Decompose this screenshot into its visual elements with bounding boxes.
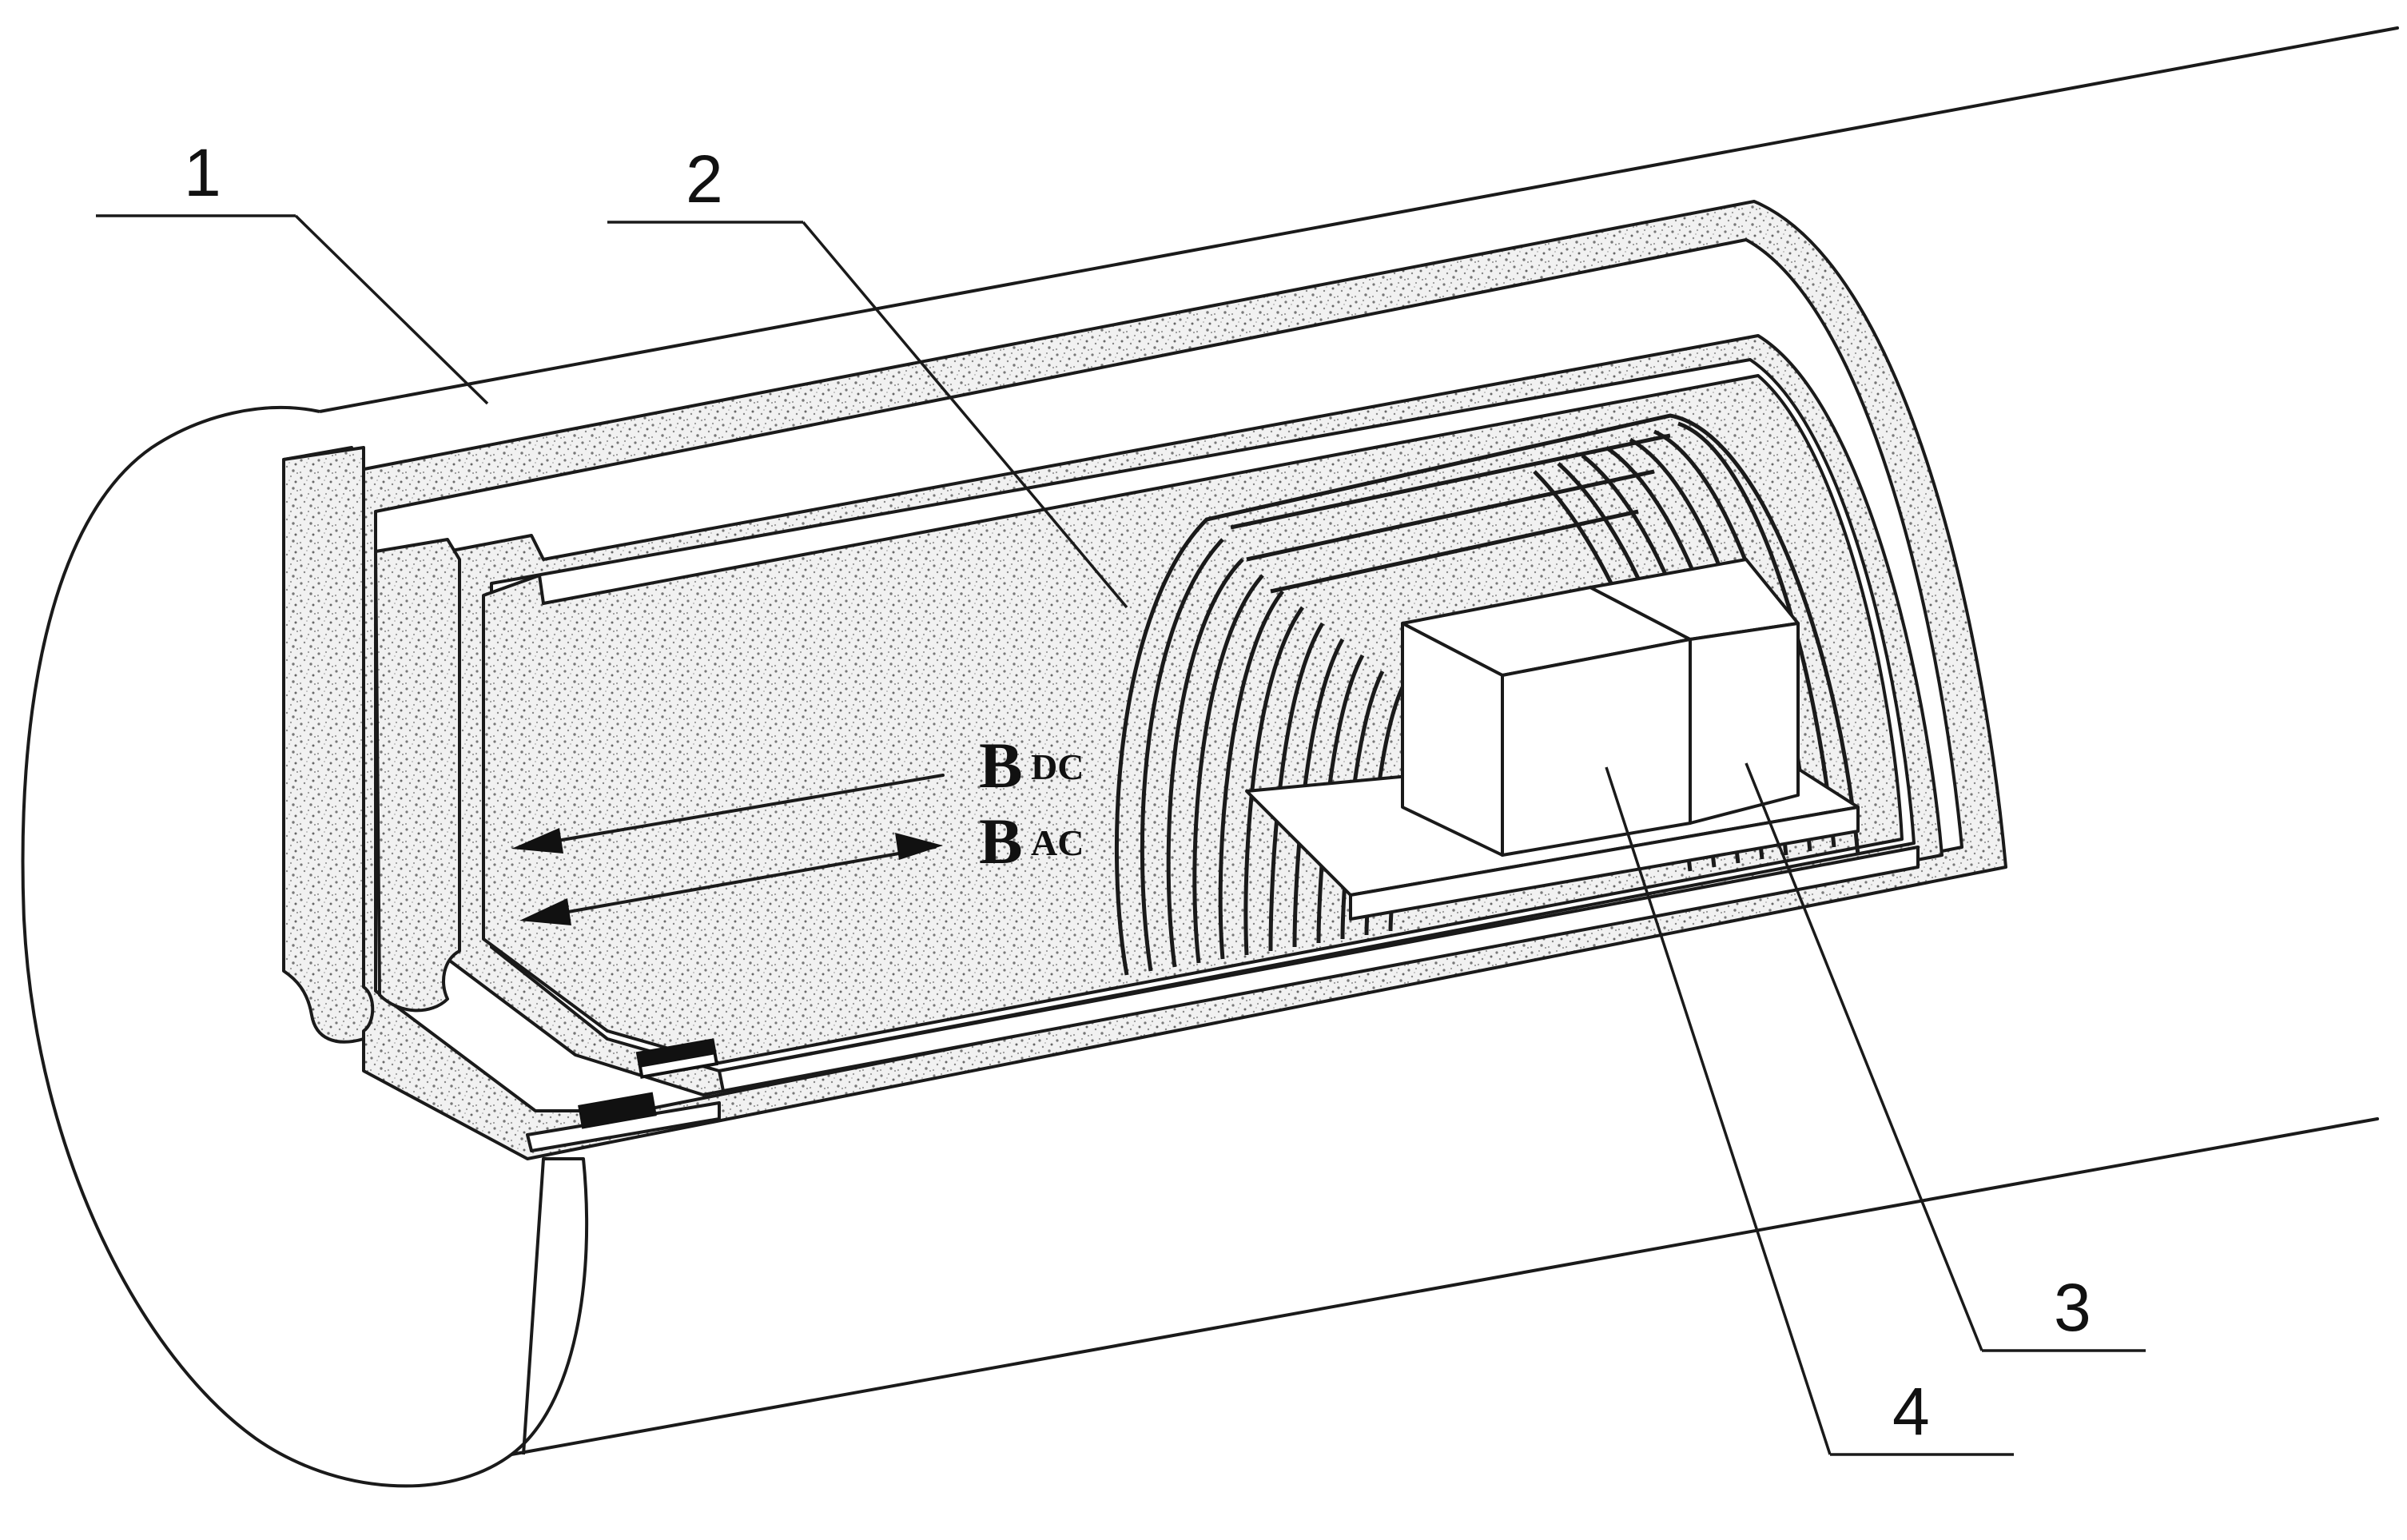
label-2: 2 <box>607 141 1128 609</box>
svg-text:DC: DC <box>1031 746 1084 787</box>
field-label-dc: B DC <box>979 729 1084 802</box>
bdc-arrow <box>518 774 945 849</box>
flanges <box>282 446 461 1044</box>
svg-text:4: 4 <box>1892 1374 1930 1449</box>
bdc-arrowhead-icon <box>511 828 563 854</box>
bac-arrowhead-back-icon <box>519 898 571 925</box>
svg-text:B: B <box>979 729 1023 802</box>
svg-text:3: 3 <box>2054 1270 2091 1345</box>
label-1: 1 <box>96 135 489 405</box>
bac-arrowhead-icon <box>895 833 943 860</box>
base-rails <box>526 846 1920 1152</box>
label-4: 4 <box>1605 766 2014 1456</box>
svg-text:2: 2 <box>686 141 723 217</box>
sample-blocks <box>1401 558 1800 857</box>
field-arrows <box>511 774 945 925</box>
svg-text:1: 1 <box>184 135 221 210</box>
svg-text:B: B <box>979 805 1023 877</box>
inner-cavity <box>482 374 1904 1064</box>
bac-arrow <box>526 846 937 921</box>
label-3: 3 <box>1745 762 2146 1352</box>
field-label-ac: B AC <box>979 805 1084 877</box>
svg-text:AC: AC <box>1031 822 1084 863</box>
